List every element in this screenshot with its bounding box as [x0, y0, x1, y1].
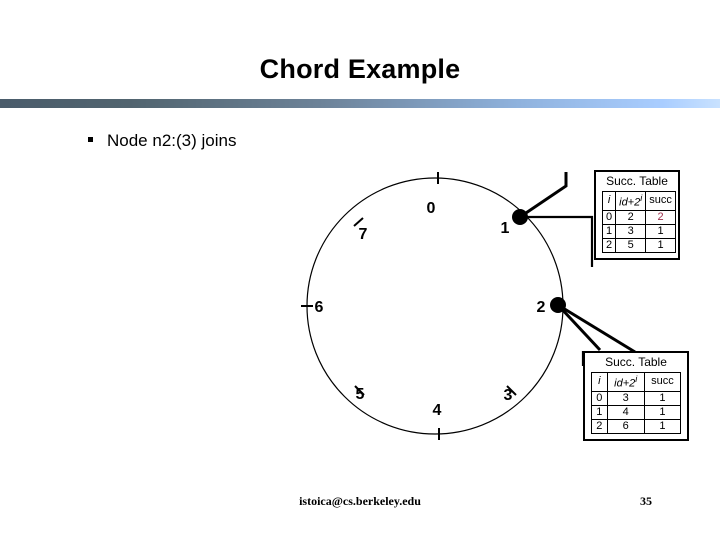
header-i: i: [601, 191, 617, 211]
ring-label-0: 0: [427, 200, 436, 217]
cell-finger: 3: [606, 390, 645, 406]
ring-label-3: 3: [504, 387, 513, 404]
succ-table: i id+2i succ 0 3 1 1 4 1 2 6 1: [591, 372, 682, 434]
table-row: 1 4 1: [591, 404, 682, 420]
cell-i: 0: [591, 390, 608, 406]
succ-table-title: Succ. Table: [606, 174, 668, 188]
cell-i: 1: [601, 223, 617, 239]
ring-ticks: [301, 172, 517, 440]
ring-label-4: 4: [433, 402, 442, 419]
cell-succ: 2: [645, 209, 676, 225]
cell-i: 0: [601, 209, 617, 225]
ring-label-2: 2: [537, 299, 546, 316]
cell-finger: 5: [615, 237, 647, 253]
footer-page-number: 35: [640, 494, 652, 508]
succ-table-box-node1: Succ. Table i id+2i succ 0 2 2 1 3 1 2 5: [594, 170, 680, 260]
ring-label-7: 7: [359, 226, 368, 243]
cell-succ: 1: [645, 237, 676, 253]
bullet-square-icon: [88, 137, 93, 142]
table-row: 0 3 1: [591, 390, 682, 406]
cell-succ: 1: [643, 404, 682, 420]
succ-table-box-node2: Succ. Table i id+2i succ 0 3 1 1 4 1 2 6: [583, 351, 689, 441]
cell-succ: 1: [643, 390, 682, 406]
cell-i: 2: [591, 418, 608, 434]
cell-finger: 4: [606, 404, 645, 420]
ring-label-5: 5: [356, 386, 365, 403]
cell-i: 2: [601, 237, 617, 253]
cell-succ: 1: [645, 223, 676, 239]
header-i: i: [591, 372, 608, 392]
table-header-row: i id+2i succ: [601, 191, 676, 211]
ring-label-6: 6: [315, 299, 324, 316]
succ-table-title: Succ. Table: [605, 355, 667, 369]
header-finger: id+2i: [615, 191, 647, 211]
footer-email: istoica@cs.berkeley.edu: [299, 494, 421, 508]
header-succ: succ: [643, 372, 682, 392]
header-finger: id+2i: [606, 372, 645, 392]
ring-label-1: 1: [501, 220, 510, 237]
ring-node-2[interactable]: [550, 297, 566, 313]
succ-table: i id+2i succ 0 2 2 1 3 1 2 5 1: [601, 191, 676, 253]
title-divider: [0, 99, 720, 108]
table-row: 2 5 1: [601, 237, 676, 253]
table-row: 2 6 1: [591, 418, 682, 434]
connector-node1: [519, 172, 594, 267]
bullet-item-label: Node n2:(3) joins: [107, 131, 237, 150]
page-title: Chord Example: [259, 54, 461, 84]
cell-finger: 6: [606, 418, 645, 434]
cell-succ: 1: [643, 418, 682, 434]
table-row: 0 2 2: [601, 209, 676, 225]
header-succ: succ: [645, 191, 676, 211]
cell-finger: 3: [615, 223, 647, 239]
bullet-item: Node n2:(3) joins: [88, 131, 236, 151]
table-row: 1 3 1: [601, 223, 676, 239]
table-header-row: i id+2i succ: [591, 372, 682, 392]
ring-node-1[interactable]: [512, 209, 528, 225]
ring-labels: 0 1 2 3 4 5 6 7: [315, 200, 546, 419]
cell-i: 1: [591, 404, 608, 420]
cell-finger: 2: [615, 209, 647, 225]
